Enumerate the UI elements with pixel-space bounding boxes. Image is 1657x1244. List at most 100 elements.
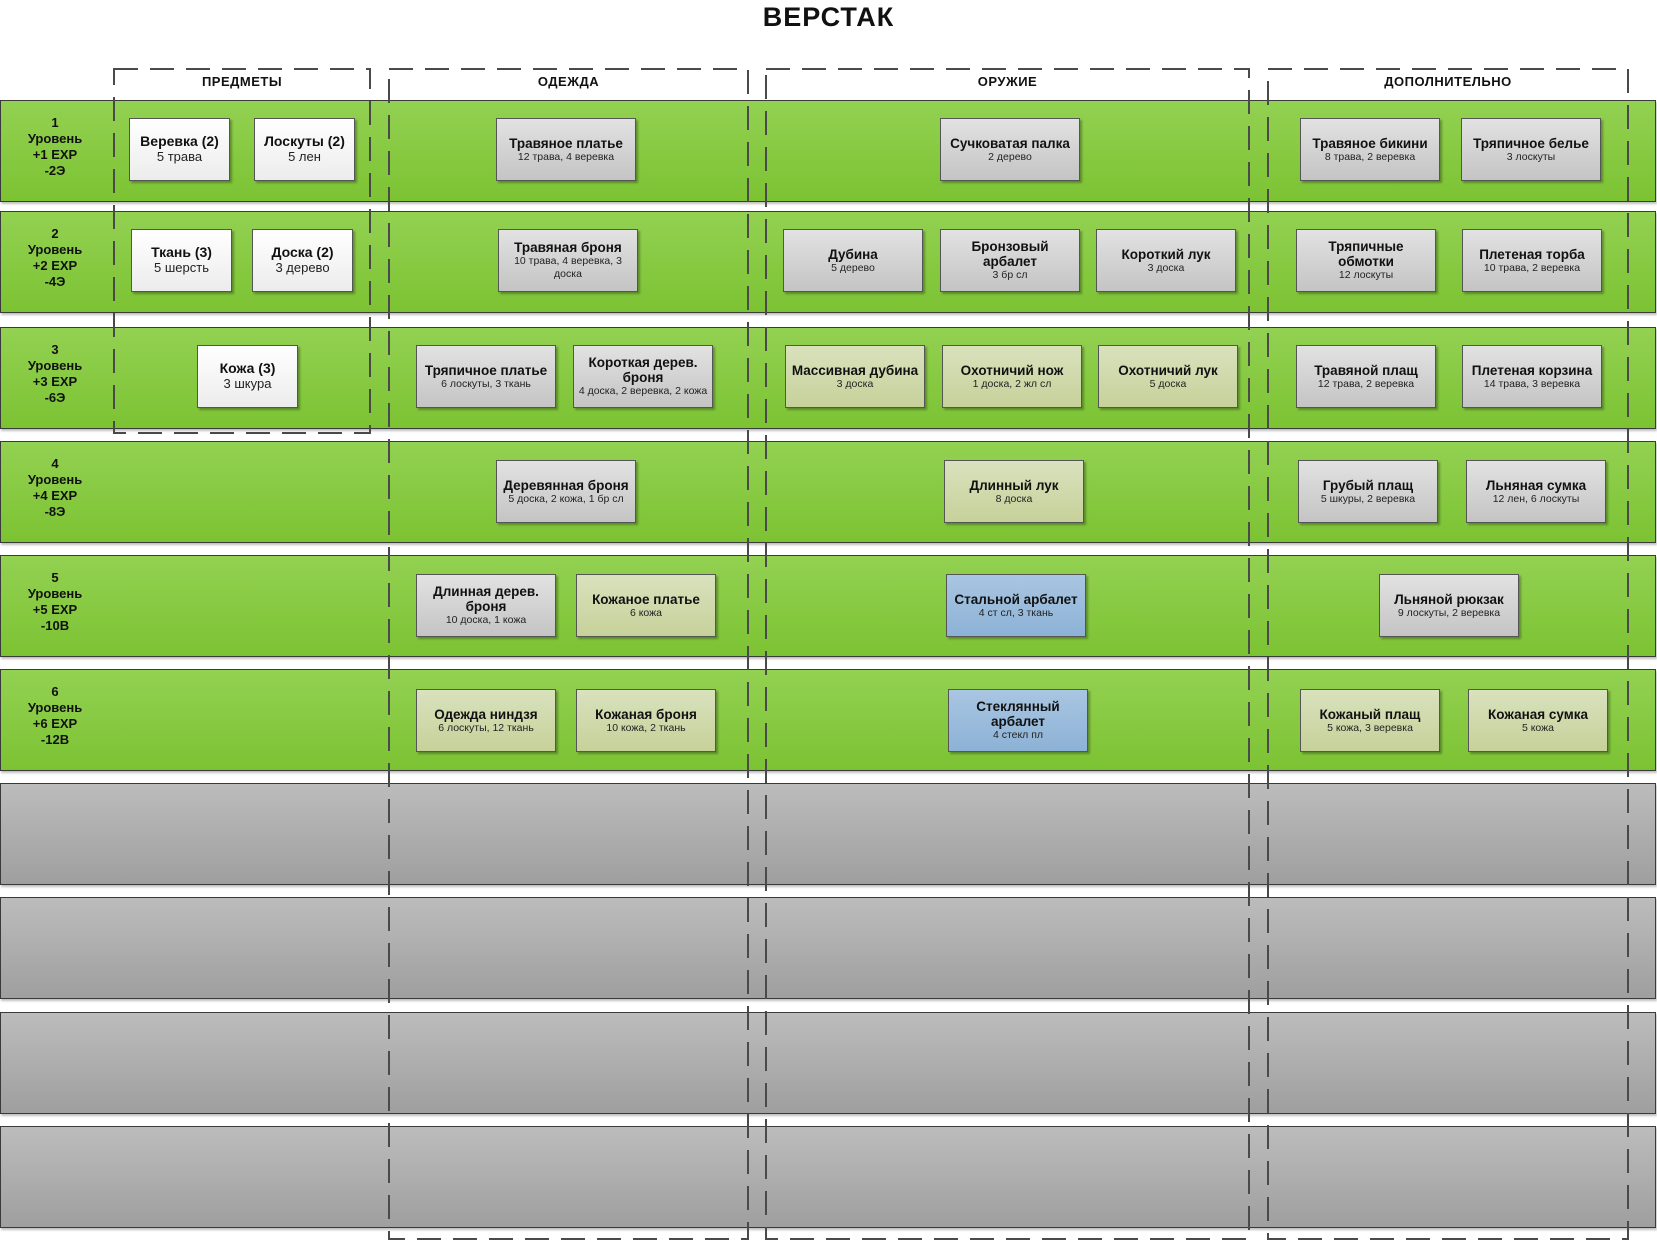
recipe-title: Плетеная торба (1479, 246, 1585, 262)
recipe-ingredients: 12 трава, 2 веревка (1317, 377, 1415, 390)
recipe-title: Травяной плащ (1314, 362, 1418, 378)
column-header-extra: ДОПОЛНИТЕЛЬНО (1384, 74, 1512, 89)
recipe-ingredients: 3 шкура (223, 376, 272, 391)
recipe-title: Доска (2) (271, 244, 334, 260)
recipe-title: Короткий лук (1121, 246, 1211, 262)
recipe-title: Плетеная корзина (1471, 362, 1593, 378)
recipe-ingredients: 1 доска, 2 жл сл (972, 377, 1052, 390)
recipe-ingredients: 10 трава, 4 веревка, 3 доска (514, 255, 622, 280)
recipe-ingredients: 14 трава, 3 веревка (1483, 377, 1581, 390)
recipe-title: Охотничий лук (1118, 362, 1218, 378)
recipe-card[interactable]: Доска (2)3 дерево (252, 229, 353, 292)
recipe-ingredients: 4 ст сл, 3 ткань (978, 606, 1054, 619)
empty-row (0, 1126, 1656, 1228)
recipe-title: Грубый плащ (1322, 477, 1414, 493)
recipe-card[interactable]: Кожа (3)3 шкура (197, 345, 298, 408)
recipe-ingredients: 3 дерево (275, 260, 330, 275)
recipe-ingredients: 5 доска (1149, 377, 1187, 390)
recipe-ingredients: 12 трава, 4 веревка (517, 150, 615, 163)
recipe-title: Кожаная броня (595, 706, 697, 722)
recipe-ingredients: 6 кожа (629, 606, 663, 619)
empty-row (0, 897, 1656, 999)
recipe-title: Длинный лук (969, 477, 1059, 493)
recipe-title: Дубина (828, 246, 878, 262)
extra-column-frame (1267, 68, 1629, 1240)
recipe-ingredients: 6 лоскуты, 3 ткань (441, 377, 531, 390)
level-exp: +3 EXP (32, 374, 78, 389)
recipe-title: Короткая дерев. броня (588, 355, 698, 385)
level-cost: -8Э (44, 504, 66, 519)
clothing-column-frame (388, 68, 749, 1240)
recipe-card[interactable]: Веревка (2)5 трава (129, 118, 230, 181)
recipe-title: Лоскуты (2) (264, 133, 345, 149)
items-column-frame (113, 68, 371, 434)
column-header-weapons: ОРУЖИЕ (977, 74, 1038, 89)
level-label: Уровень (27, 242, 83, 257)
recipe-title: Ткань (3) (151, 244, 212, 260)
column-header-clothing: ОДЕЖДА (537, 74, 600, 89)
recipe-title: Веревка (2) (140, 133, 219, 149)
recipe-ingredients: 3 лоскуты (1506, 150, 1556, 163)
recipe-ingredients: 5 шкуры, 2 веревка (1320, 492, 1416, 505)
recipe-card[interactable]: Лоскуты (2)5 лен (254, 118, 355, 181)
recipe-title: Массивная дубина (791, 362, 919, 378)
level-cost: -2Э (44, 163, 66, 178)
recipe-ingredients: 8 доска (995, 492, 1033, 505)
level-num: 2 (51, 226, 59, 241)
recipe-title: Травяное бикини (1312, 135, 1428, 151)
recipe-title: Льняной рюкзак (1394, 591, 1504, 607)
level-exp: +1 EXP (32, 147, 78, 162)
level-cost: -10В (40, 618, 70, 633)
recipe-title: Тряпичное белье (1473, 135, 1589, 151)
level-cost: -6Э (44, 390, 66, 405)
recipe-ingredients: 4 стекл пл (992, 729, 1044, 741)
level-label: Уровень (27, 472, 83, 487)
recipe-card[interactable]: Ткань (3)5 шерсть (131, 229, 232, 292)
level-exp: +4 EXP (32, 488, 78, 503)
recipe-title: Стальной арбалет (954, 591, 1078, 607)
recipe-ingredients: 3 доска (836, 377, 874, 390)
level-label: Уровень (27, 586, 83, 601)
empty-row (0, 1012, 1656, 1114)
level-cost: -4Э (44, 274, 66, 289)
recipe-ingredients: 5 дерево (831, 261, 875, 274)
recipe-title: Кожаное платье (592, 591, 700, 607)
recipe-title: Сучковатая палка (950, 135, 1070, 151)
recipe-title: Одежда ниндзя (434, 706, 538, 722)
recipe-title: Стеклянный арбалет (976, 699, 1060, 729)
recipe-ingredients: 3 доска (1147, 261, 1185, 274)
